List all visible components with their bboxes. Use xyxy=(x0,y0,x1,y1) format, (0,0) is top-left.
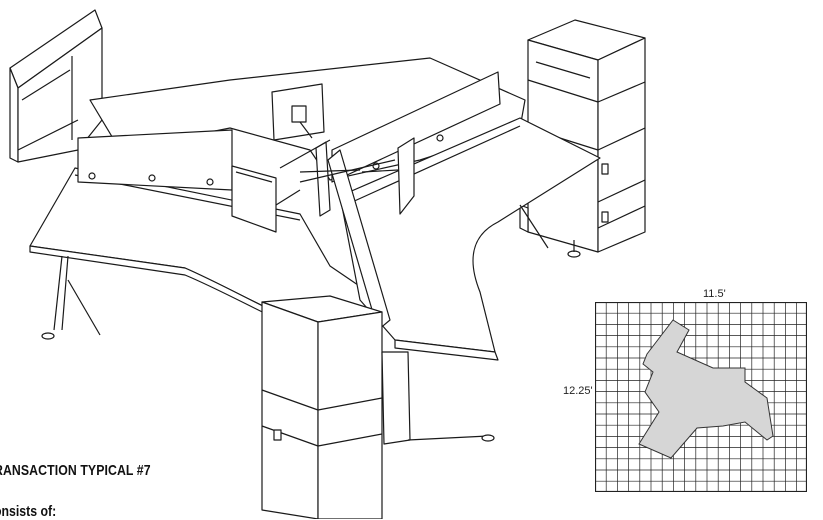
plan-height-dimension: 12.25' xyxy=(563,385,593,397)
central-post xyxy=(279,139,396,217)
desk-legs xyxy=(41,204,549,445)
footprint-grid-plan xyxy=(595,302,807,492)
consists-of-label: onsists of: xyxy=(0,503,57,520)
monitor-left xyxy=(231,165,301,233)
typical-title: RANSACTION TYPICAL #7 xyxy=(0,462,151,479)
privacy-panels xyxy=(77,71,501,331)
workstation-footprint xyxy=(638,319,774,459)
plan-width-dimension: 11.5' xyxy=(703,288,726,300)
left-storage-tower xyxy=(9,9,103,163)
grid-border xyxy=(595,302,807,492)
monitor-back xyxy=(271,83,325,141)
front-pedestal xyxy=(261,295,383,519)
monitor-right xyxy=(361,137,415,215)
